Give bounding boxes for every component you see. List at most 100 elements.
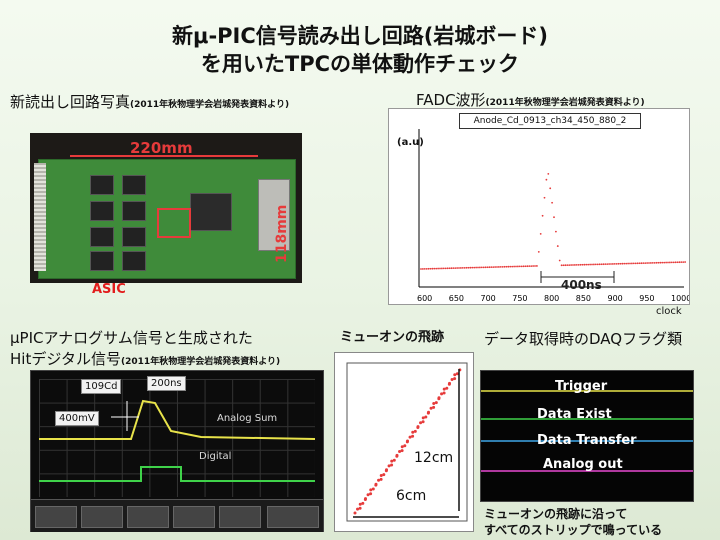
scope-softkey[interactable]: [127, 506, 169, 528]
fadc-sample-point: [503, 265, 506, 268]
fadc-sample-point: [657, 261, 660, 264]
fadc-sample-point: [522, 265, 525, 268]
fadc-sample-point: [479, 266, 481, 269]
fadc-sample-point: [520, 265, 523, 268]
fadc-sample-point: [636, 262, 639, 265]
track-hit-point: [385, 468, 388, 472]
fadc-sample-point: [448, 267, 451, 270]
fadc-sample-point: [475, 266, 477, 269]
track-hit-point: [356, 507, 360, 511]
fadc-sample-point: [648, 262, 650, 264]
asic-chip: [122, 201, 146, 221]
track-hit-point: [392, 458, 396, 462]
fadc-400ns-label: 400ns: [561, 278, 602, 292]
fadc-x-tick: 650: [449, 294, 464, 303]
scope-digital-label: Digital: [199, 451, 232, 462]
track-hit-point: [358, 502, 362, 506]
track-height-label: 12cm: [414, 450, 454, 466]
fadc-sample-point: [530, 265, 533, 267]
daq-scope-screen: Trigger Data Exist Data Transfer Analog …: [480, 370, 694, 502]
track-hit-point: [427, 410, 430, 414]
track-hit-point: [421, 420, 425, 424]
fadc-sample-point: [655, 261, 658, 264]
fadc-sample-point: [564, 264, 567, 267]
fadc-sample-point: [498, 266, 500, 268]
track-hit-point: [408, 435, 412, 439]
track-hit-point: [379, 474, 383, 477]
fadc-sample-point: [665, 261, 667, 264]
fadc-sample-point: [465, 266, 468, 269]
fadc-sample-point: [435, 267, 438, 270]
fadc-sample-point: [615, 262, 618, 265]
asic-chip: [122, 251, 146, 271]
fadc-sample-point: [539, 232, 542, 235]
fadc-sample-point: [517, 265, 519, 268]
scope-softkey[interactable]: [267, 506, 319, 528]
fadc-sample-point: [499, 266, 502, 268]
daq-flag-trigger: Trigger: [555, 379, 608, 394]
fpga-chip: [190, 193, 232, 231]
fadc-sample-point: [482, 266, 485, 269]
track-hit-point: [390, 463, 394, 467]
fadc-sample-point: [511, 265, 514, 268]
fadc-sample-point: [646, 262, 648, 264]
track-hit-point: [432, 402, 436, 405]
fadc-x-tick: 850: [576, 294, 591, 303]
fadc-sample-point: [608, 263, 610, 265]
fadc-sample-point: [420, 268, 422, 270]
fadc-sample-point: [596, 263, 599, 266]
scope-source-label: 109Cd: [81, 379, 122, 394]
track-hit-point: [445, 386, 449, 390]
scope-softkey[interactable]: [81, 506, 123, 528]
fadc-sample-point: [632, 262, 635, 265]
fadc-source: (2011年秋物理学会岩城発表資料より): [485, 98, 645, 108]
fadc-sample-point: [460, 267, 462, 269]
fadc-sample-point: [528, 265, 531, 268]
fadc-sample-point: [642, 262, 645, 265]
track-hit-point: [440, 392, 444, 396]
track-caption: ミューオンの飛跡: [340, 330, 445, 345]
width-dimension: 220mm: [130, 139, 193, 157]
track-hit-point: [374, 482, 378, 486]
fadc-x-tick: 750: [512, 294, 527, 303]
fadc-sample-point: [667, 261, 669, 264]
asic-chip: [90, 175, 114, 195]
scope-softkey[interactable]: [219, 506, 261, 528]
track-hit-point: [411, 434, 415, 438]
fadc-sample-point: [579, 263, 582, 266]
fadc-sample-point: [653, 261, 656, 264]
fadc-sample-point: [423, 268, 426, 270]
fadc-sample-point: [494, 266, 496, 268]
asic-chip: [90, 201, 114, 221]
fadc-sample-point: [490, 266, 493, 269]
scope-source: (2011年秋物理学会岩城発表資料より): [121, 357, 281, 367]
fadc-sample-point: [591, 263, 593, 266]
track-hit-point: [387, 464, 391, 468]
fadc-sample-point: [568, 264, 571, 266]
daq-flag-data-transfer: Data Transfer: [537, 433, 637, 448]
fadc-sample-point: [613, 263, 616, 265]
fadc-sample-point: [513, 265, 515, 268]
photo-source: (2011年秋物理学会岩城発表資料より): [130, 100, 290, 110]
fadc-sample-point: [484, 266, 487, 269]
fadc-plot-title: Anode_Cd_0913_ch34_450_880_2: [459, 113, 641, 129]
fadc-y-axis-label: (a.u): [397, 137, 424, 148]
asic-chip: [90, 251, 114, 271]
fadc-sample-point: [458, 267, 460, 269]
track-hit-point: [450, 378, 454, 381]
fadc-sample-point: [441, 267, 443, 270]
fadc-sample-point: [471, 266, 474, 269]
scope-caption-line2: Hitデジタル信号(2011年秋物理学会岩城発表資料より): [10, 348, 280, 369]
fadc-sample-point: [577, 263, 580, 266]
pcb-board: [38, 159, 296, 279]
fadc-sample-point: [587, 263, 590, 266]
track-hit-point: [455, 372, 459, 376]
fadc-sample-point: [422, 268, 424, 270]
scope-softkey[interactable]: [35, 506, 77, 528]
scope-softkey[interactable]: [173, 506, 215, 528]
track-hit-point: [353, 511, 357, 515]
scope-caption-line1: μPICアナログサム信号と生成された: [10, 329, 253, 347]
circuit-board-photo: 220mm 118mm: [30, 133, 302, 283]
fadc-sample-point: [439, 267, 441, 270]
